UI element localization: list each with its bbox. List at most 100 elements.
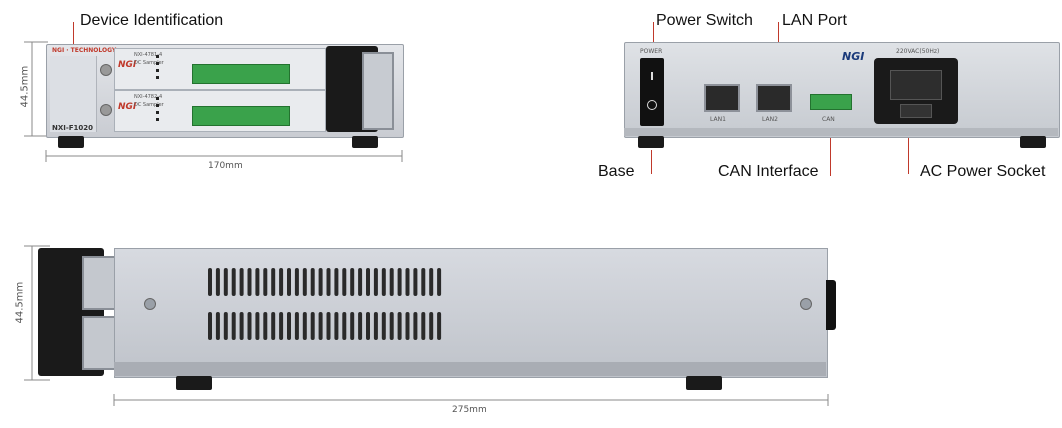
module-2-name: NXI-4782-4 — [134, 94, 163, 100]
vent-slot — [294, 268, 299, 296]
vent-slot — [358, 268, 363, 296]
vent-slot — [437, 312, 442, 340]
vent-slot — [287, 268, 291, 296]
vent-slot — [247, 268, 252, 296]
vent-slot — [255, 268, 260, 296]
rear-chassis — [624, 42, 1060, 138]
vent-slot — [350, 312, 355, 340]
vent-slot — [310, 268, 315, 296]
vent-slot — [381, 268, 386, 296]
vent-slot — [429, 268, 434, 296]
vent-slot — [208, 268, 212, 296]
vent-slot — [326, 268, 331, 296]
vent-slot — [231, 312, 236, 340]
vent-slot — [421, 312, 426, 340]
side-chassis-bottom — [114, 362, 826, 376]
side-height-dimension — [24, 245, 50, 381]
vent-slot — [366, 268, 370, 296]
front-view: Device Identification 44.5mm NGI · TECHN… — [0, 0, 420, 180]
vent-slot — [366, 312, 370, 340]
vent-slot — [334, 268, 339, 296]
foot-icon — [58, 136, 84, 148]
led-icon — [156, 97, 159, 100]
vent-slot — [279, 312, 284, 340]
vent-slot — [279, 268, 284, 296]
screw-icon — [100, 104, 112, 116]
vent-slot — [247, 312, 252, 340]
screw-icon — [144, 298, 156, 310]
can-terminal[interactable] — [810, 94, 852, 110]
device-identification-callout: Device Identification — [80, 12, 224, 29]
power-switch-callout: Power Switch — [656, 12, 753, 29]
led-icon — [156, 111, 159, 114]
front-model-label: NXI-F1020 — [52, 124, 94, 132]
vent-slot — [255, 312, 260, 340]
lan2-port[interactable] — [756, 84, 792, 112]
vent-slot — [294, 312, 299, 340]
power-switch[interactable] — [640, 58, 664, 126]
vent-slot — [381, 312, 386, 340]
vent-slot — [429, 312, 434, 340]
foot-icon — [176, 376, 212, 390]
vent-slot — [389, 312, 394, 340]
vent-slot — [310, 312, 315, 340]
side-length-dimension — [113, 394, 829, 406]
vent-slot — [421, 268, 426, 296]
lan2-label: LAN2 — [762, 116, 778, 123]
side-handle-bracket-top — [82, 256, 116, 310]
side-handle-bracket-bottom — [82, 316, 116, 370]
foot-icon — [352, 136, 378, 148]
side-height-label: 44.5mm — [14, 281, 26, 324]
front-width-label: 170mm — [208, 161, 243, 171]
vent-slot — [287, 312, 291, 340]
module-1-name: NXI-4781-4 — [134, 52, 163, 58]
ac-power-socket[interactable] — [874, 58, 958, 124]
vent-slot — [342, 268, 347, 296]
vent-slot — [413, 312, 418, 340]
vent-slot — [389, 268, 394, 296]
front-height-dimension — [24, 41, 48, 137]
vent-slot — [271, 312, 276, 340]
led-icon — [156, 55, 159, 58]
led-icon — [156, 104, 159, 107]
vent-slot — [263, 268, 268, 296]
front-width-dimension — [45, 150, 403, 162]
lan-port-callout: LAN Port — [782, 12, 847, 29]
vent-slot — [223, 312, 228, 340]
vent-slot — [413, 268, 418, 296]
module-1-sub: DC Sampler — [134, 60, 164, 66]
side-length-label: 275mm — [452, 405, 487, 415]
vent-slots — [208, 268, 442, 340]
ac-power-socket-callout: AC Power Socket — [920, 163, 1046, 180]
foot-icon — [638, 136, 664, 148]
vent-slot — [231, 268, 236, 296]
can-interface-callout: CAN Interface — [718, 163, 819, 180]
vent-slot — [342, 312, 347, 340]
screw-icon — [100, 64, 112, 76]
led-icon — [156, 76, 159, 79]
front-height-label: 44.5mm — [19, 65, 31, 108]
lan1-port[interactable] — [704, 84, 740, 112]
switch-on-icon — [651, 72, 653, 80]
vent-slot — [208, 312, 212, 340]
foot-icon — [1020, 136, 1046, 148]
vent-slot — [397, 268, 402, 296]
power-label: POWER — [640, 48, 663, 55]
module-1-terminal-block — [192, 64, 290, 84]
side-view: 44.5mm 275mm — [0, 230, 860, 428]
vent-slot — [318, 312, 323, 340]
vent-slot — [318, 268, 323, 296]
led-icon — [156, 69, 159, 72]
led-icon — [156, 62, 159, 65]
vent-slot — [326, 312, 331, 340]
lan1-label: LAN1 — [710, 116, 726, 123]
base-leader — [651, 150, 652, 174]
vent-slot — [223, 268, 228, 296]
vent-slot — [239, 268, 244, 296]
front-handle-bracket — [362, 52, 394, 130]
vent-slot — [437, 268, 442, 296]
screw-icon — [800, 298, 812, 310]
vent-slot — [215, 312, 220, 340]
module-2-terminal-block — [192, 106, 290, 126]
module-2-logo: NGI — [118, 102, 137, 112]
